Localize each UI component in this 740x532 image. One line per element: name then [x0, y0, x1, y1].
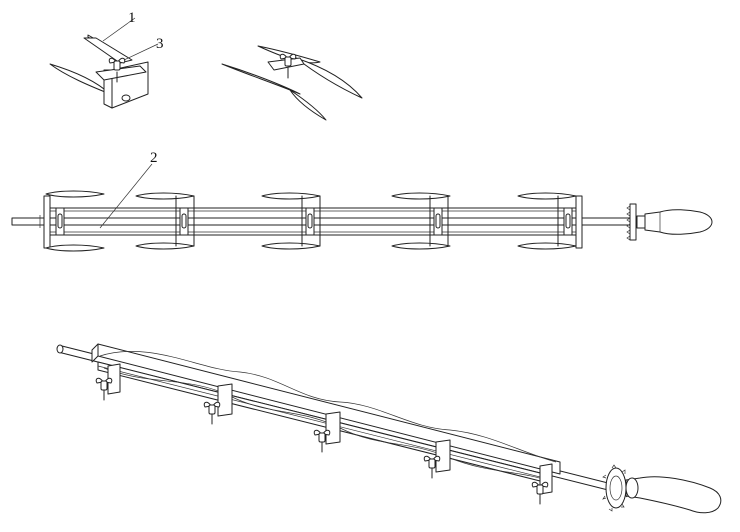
front-unit-2 — [135, 192, 195, 250]
part-label-1: 1 — [128, 10, 136, 26]
front-unit-5 — [517, 192, 577, 250]
shaft-assembly-perspective-view — [56, 343, 722, 514]
blade-unit-detail-right — [221, 45, 363, 121]
leader-lines-top — [102, 17, 159, 61]
front-unit-1 — [45, 190, 105, 252]
sprocket-perspective — [602, 464, 630, 512]
part-label-2: 2 — [150, 150, 158, 166]
blade-unit-detail-left — [49, 34, 149, 109]
part-label-3: 3 — [156, 36, 164, 52]
leader-line-2 — [99, 163, 153, 229]
sprocket-front — [626, 203, 646, 241]
handle-perspective — [625, 476, 722, 514]
front-unit-3 — [261, 192, 321, 250]
shaft-assembly-front-view — [11, 190, 713, 252]
perspective-wingnuts — [95, 377, 549, 505]
handle-front — [644, 209, 713, 235]
front-unit-4 — [391, 192, 451, 250]
perspective-plates — [107, 363, 553, 495]
